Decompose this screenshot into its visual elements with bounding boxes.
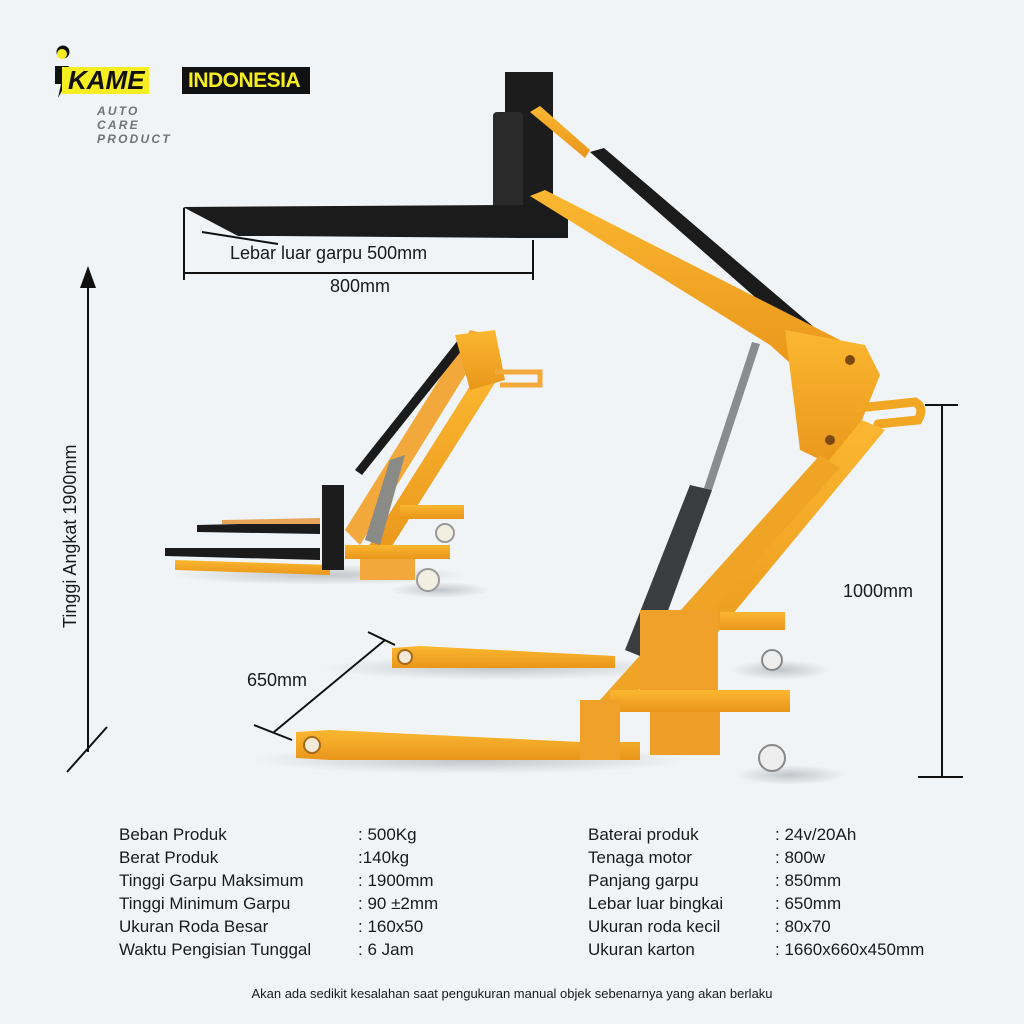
logo-kame: KAME bbox=[62, 67, 149, 94]
spec-label: Tenaga motor bbox=[588, 848, 692, 867]
logo-tagline: AUTO CARE PRODUCT bbox=[97, 104, 172, 146]
spec-label: Ukuran Roda Besar bbox=[119, 917, 269, 936]
spec-value: :140kg bbox=[358, 848, 410, 867]
lift-height-label: Tinggi Angkat 1900mm bbox=[60, 444, 80, 628]
spec-label: Baterai produk bbox=[588, 825, 699, 844]
spec-label: Waktu Pengisian Tunggal bbox=[119, 940, 312, 959]
frame-width-label: 650mm bbox=[247, 670, 308, 690]
fork-width-label: Lebar luar garpu 500mm bbox=[230, 243, 428, 263]
spec-value: : 90 ±2mm bbox=[358, 894, 439, 913]
spec-label: Panjang garpu bbox=[588, 871, 699, 890]
up-arrow-icon bbox=[80, 266, 96, 288]
spec-label: Berat Produk bbox=[119, 848, 219, 867]
spec-value: : 80x70 bbox=[775, 917, 831, 936]
spec-label: Tinggi Garpu Maksimum bbox=[119, 871, 304, 890]
spec-value: : 1660x660x450mm bbox=[775, 940, 925, 959]
dimension-lines bbox=[66, 208, 963, 778]
handle-height-label: 1000mm bbox=[843, 581, 914, 601]
spec-value: : 500Kg bbox=[358, 825, 417, 844]
spec-value: : 850mm bbox=[775, 871, 842, 890]
spec-label: Beban Produk bbox=[119, 825, 227, 844]
measurement-disclaimer: Akan ada sedikit kesalahan saat pengukur… bbox=[251, 986, 773, 1001]
fork-length-label: 800mm bbox=[330, 276, 391, 296]
spec-value: : 24v/20Ah bbox=[775, 825, 857, 844]
spec-value: : 6 Jam bbox=[358, 940, 414, 959]
main-stacker-image bbox=[183, 72, 926, 772]
secondary-stacker-image bbox=[165, 330, 543, 592]
spec-label: Lebar luar bingkai bbox=[588, 894, 724, 913]
spec-label: Ukuran roda kecil bbox=[588, 917, 721, 936]
spec-value: : 800w bbox=[775, 848, 826, 867]
spec-value: : 650mm bbox=[775, 894, 842, 913]
spec-value: : 160x50 bbox=[358, 917, 424, 936]
spec-label: Tinggi Minimum Garpu bbox=[119, 894, 291, 913]
spec-label: Ukuran karton bbox=[588, 940, 695, 959]
logo-indonesia: INDONESIA bbox=[182, 67, 310, 94]
spec-value: : 1900mm bbox=[358, 871, 434, 890]
